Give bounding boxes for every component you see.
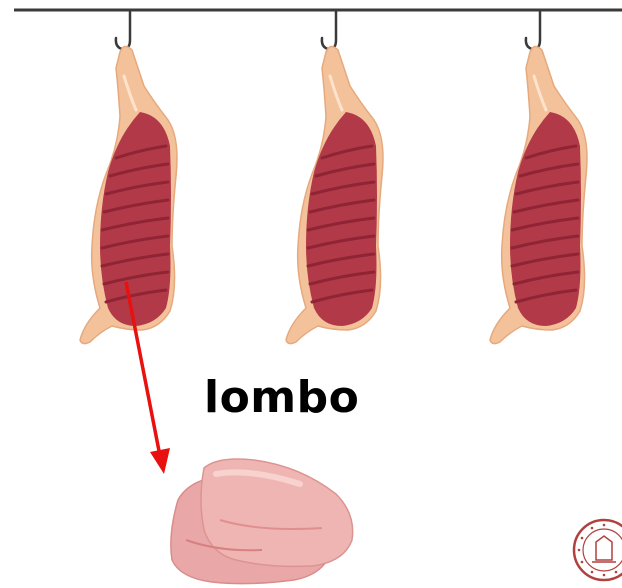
cut-name-label: lombo (204, 372, 359, 423)
pork-loin-chops-icon (171, 459, 353, 584)
carcass-2 (286, 12, 383, 344)
hook-icon (490, 12, 587, 344)
university-seal-icon (574, 520, 622, 580)
hook-icon (286, 12, 383, 344)
carcass-3 (490, 12, 587, 344)
